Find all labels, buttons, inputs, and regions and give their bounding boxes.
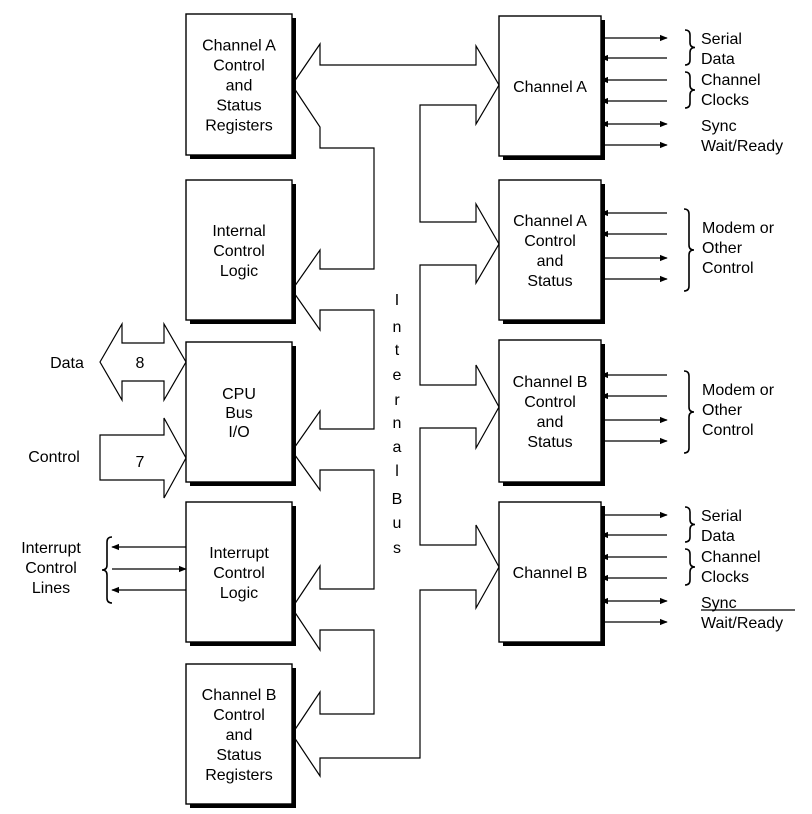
block-channel-a-label: Channel A [513,79,587,96]
internal-bus-letter: e [393,367,402,384]
data-label: Data [50,355,84,372]
block-channel-b [498,501,602,643]
block-channel-a-control-status-label: Status [527,273,572,290]
channel-a-serial-label: Serial [701,31,742,48]
block-channel-b-registers-label: Control [213,707,265,724]
channel-a-sync-label: Sync [701,118,737,135]
internal-bus-letter: a [393,439,402,456]
channel-b-sync-label: Sync [701,595,737,612]
block-cpu-bus-io [185,341,293,483]
block-channel-a-control-status-label: Channel A [513,213,587,230]
internal-bus-letter: s [393,540,401,557]
block-channel-b-registers-label: Status [216,747,261,764]
data-width-label: 8 [136,355,145,372]
modem-b-label: Control [702,422,754,439]
channel-b-serial-label: Data [701,528,735,545]
signal-lines [101,29,795,626]
block-channel-b-control-status-label: Channel B [513,374,588,391]
internal-bus-letter: l [395,463,399,480]
block-channel-a-registers [185,13,293,156]
modem-b-brace [683,370,695,454]
block-channel-b-control-status-label: and [537,414,564,431]
block-channel-a-control-status [498,179,602,321]
internal-bus [291,42,500,778]
block-internal-control-logic-label: Control [213,243,265,260]
block-interrupt-control-logic-label: Interrupt [209,545,269,562]
block-channel-a-registers-label: Status [216,98,261,115]
internal-bus-letter: u [393,515,402,532]
channel-a-serial-brace [684,29,696,66]
channel-b-clocks-brace [684,548,696,586]
block-cpu-bus-io-label: Bus [225,405,253,422]
functional-blocks [185,13,605,808]
block-channel-a-registers-label: Channel A [202,38,276,55]
channel-a-clocks-label: Clocks [701,92,749,109]
channel-b-wait-label: Wait/Ready [701,615,783,632]
block-channel-a [498,15,602,157]
block-channel-b-control-status-label: Control [524,394,576,411]
control-bus-arrow [99,417,187,499]
block-channel-a-registers-label: Control [213,58,265,75]
block-channel-b-registers [185,663,293,805]
block-channel-b-control-status-label: Status [527,434,572,451]
modem-b-label: Modem or [702,382,775,399]
block-channel-a-control-status-label: Control [524,233,576,250]
modem-a-label: Control [702,260,754,277]
internal-bus-letter: n [393,319,402,336]
bus-arrows [99,42,500,778]
channel-a-clocks-label: Channel [701,72,761,89]
block-internal-control-logic-label: Internal [212,223,265,240]
internal-bus-letter: B [392,491,403,508]
interrupt-lines-label: Control [25,560,77,577]
block-internal-control-logic-label: Logic [220,263,258,280]
channel-b-serial-brace [684,506,696,543]
block-interrupt-control-logic-label: Control [213,565,265,582]
channel-a-wait-label: Wait/Ready [701,138,783,155]
modem-a-label: Modem or [702,220,775,237]
internal-bus-letter: n [393,415,402,432]
block-channel-b-control-status [498,339,602,483]
modem-b-label: Other [702,402,743,419]
modem-a-brace [683,208,695,292]
channel-a-serial-label: Data [701,51,735,68]
interrupt-lines-label: Interrupt [21,540,81,557]
block-cpu-bus-io-label: I/O [228,424,249,441]
labels: Channel AControlandStatusRegistersIntern… [21,31,783,784]
block-channel-a-registers-label: Registers [205,118,273,135]
internal-bus-letter: t [395,342,400,359]
block-channel-b-label: Channel B [513,565,588,582]
block-channel-b-registers-label: Channel B [202,687,277,704]
channel-a-clocks-brace [684,71,696,109]
channel-b-clocks-label: Channel [701,549,761,566]
channel-b-serial-label: Serial [701,508,742,525]
block-cpu-bus-io-label: CPU [222,386,256,403]
internal-bus-letter: I [395,292,399,309]
block-channel-b-registers-label: Registers [205,767,273,784]
control-label: Control [28,449,80,466]
control-width-label: 7 [136,454,145,471]
block-channel-b-registers-label: and [226,727,253,744]
block-interrupt-control-logic-label: Logic [220,585,258,602]
internal-bus-letter: r [394,392,400,409]
block-internal-control-logic [185,179,293,321]
modem-a-label: Other [702,240,743,257]
block-channel-a-registers-label: and [226,78,253,95]
block-channel-a-control-status-label: and [537,253,564,270]
interrupt-lines-label: Lines [32,580,70,597]
channel-b-clocks-label: Clocks [701,569,749,586]
interrupt-lines-brace [101,536,113,604]
